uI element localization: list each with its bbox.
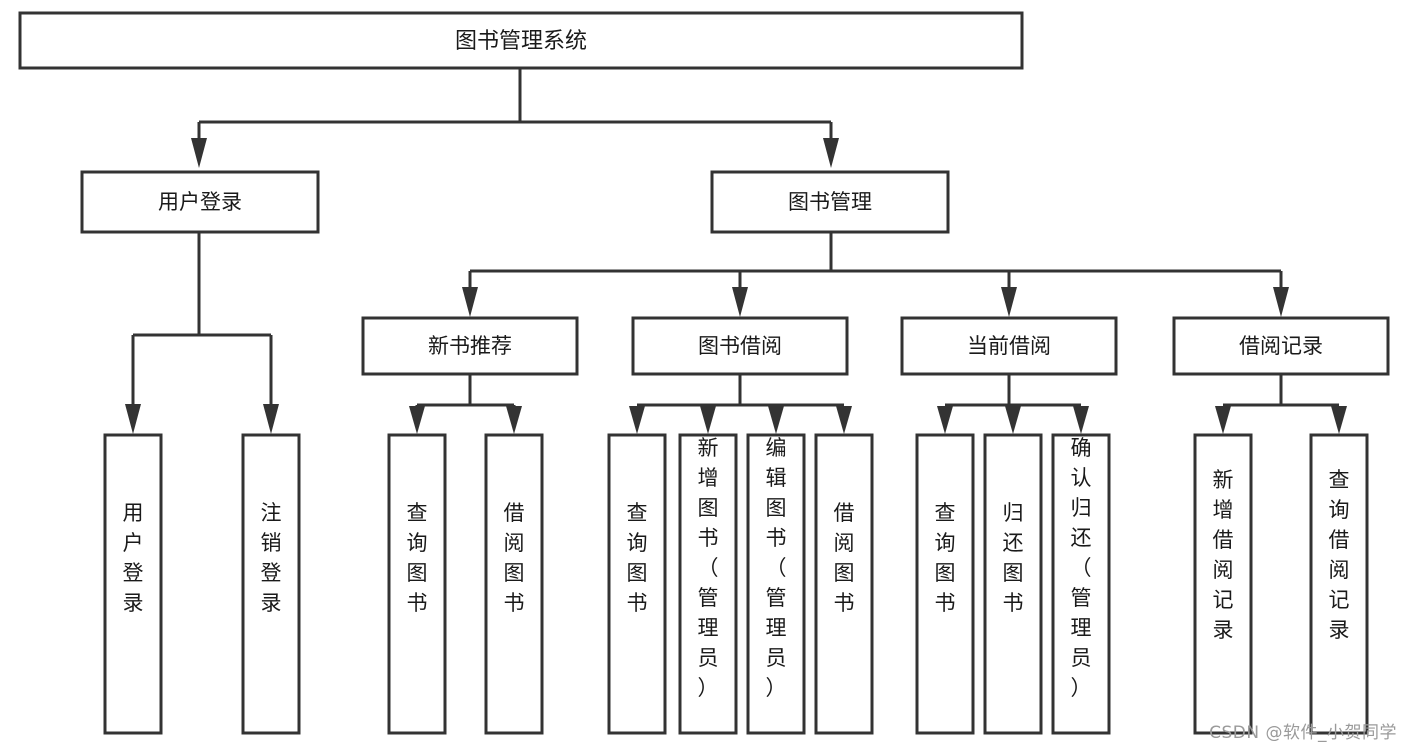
leaf-confirm-return-admin-label: 确认归还（管理员）: [1071, 436, 1092, 700]
leaf-add-borrow-record-box[interactable]: [1193, 433, 1253, 735]
arrowhead-leaf-query-book-1: [409, 406, 425, 434]
leaf-query-book-3[interactable]: 查询图书: [915, 433, 975, 735]
leaf-borrow-book-1-box[interactable]: [484, 433, 544, 735]
arrowhead-borrow-record: [1273, 287, 1289, 317]
node-new-book-recommend-box[interactable]: [361, 316, 579, 376]
leaf-query-book-3-box[interactable]: [915, 433, 975, 735]
leaf-borrow-book-2-box[interactable]: [814, 433, 874, 735]
arrowhead-leaf-add-book-admin: [700, 406, 716, 434]
node-current-borrow[interactable]: 当前借阅: [900, 316, 1118, 376]
leaf-add-borrow-record[interactable]: 新增借阅记录: [1193, 433, 1253, 735]
leaf-confirm-return-admin[interactable]: 确认归还（管理员）: [1051, 433, 1111, 735]
arrowhead-user-login: [191, 138, 207, 168]
node-user-login[interactable]: 用户登录: [80, 170, 320, 234]
connector-group-root: [191, 68, 839, 168]
node-book-borrow-label: 图书借阅: [698, 334, 782, 358]
leaf-borrow-book-1-label: 借阅图书: [504, 501, 525, 615]
leaf-return-book-label: 归还图书: [1003, 501, 1024, 615]
node-book-borrow-box[interactable]: [631, 316, 849, 376]
leaf-add-book-admin-label: 新增图书（管理员）: [698, 436, 719, 700]
node-current-borrow-label: 当前借阅: [967, 334, 1051, 358]
node-user-login-label: 用户登录: [158, 190, 242, 214]
node-borrow-record-label: 借阅记录: [1239, 334, 1323, 358]
leaf-logout-login-box[interactable]: [241, 433, 301, 735]
leaf-edit-book-admin[interactable]: 编辑图书（管理员）: [746, 433, 806, 735]
leaf-query-book-1[interactable]: 查询图书: [387, 433, 447, 735]
leaf-query-borrow-record[interactable]: 查询借阅记录: [1309, 433, 1369, 735]
node-user-login-box[interactable]: [80, 170, 320, 234]
leaf-user-login-label: 用户登录: [123, 501, 144, 615]
leaf-return-book[interactable]: 归还图书: [983, 433, 1043, 735]
leaf-user-login-box[interactable]: [103, 433, 163, 735]
leaf-logout-login[interactable]: 注销登录: [241, 433, 301, 735]
arrowhead-leaf-query-borrow-record: [1331, 406, 1347, 434]
node-book-borrow[interactable]: 图书借阅: [631, 316, 849, 376]
leaf-query-book-1-label: 查询图书: [407, 501, 428, 615]
leaf-query-book-2-label: 查询图书: [627, 501, 648, 615]
csdn-watermark: CSDN @软件_小贺同学: [1209, 723, 1397, 743]
node-current-borrow-box[interactable]: [900, 316, 1118, 376]
arrowhead-leaf-edit-book-admin: [768, 406, 784, 434]
leaf-return-book-box[interactable]: [983, 433, 1043, 735]
node-book-management-label: 图书管理: [788, 190, 872, 214]
arrowhead-current-borrow: [1001, 287, 1017, 317]
leaf-user-login[interactable]: 用户登录: [103, 433, 163, 735]
connector-group-borrow-record: [1215, 374, 1347, 434]
leaf-borrow-book-1[interactable]: 借阅图书: [484, 433, 544, 735]
arrowhead-leaf-borrow-book-2: [836, 406, 852, 434]
leaf-borrow-book-2[interactable]: 借阅图书: [814, 433, 874, 735]
arrowhead-leaf-borrow-book-1: [506, 406, 522, 434]
arrowhead-leaf-user-login: [125, 404, 141, 434]
node-root-box[interactable]: [18, 11, 1024, 70]
leaf-borrow-book-2-label: 借阅图书: [834, 501, 855, 615]
connector-group-user-login: [125, 232, 279, 434]
arrowhead-leaf-add-borrow-record: [1215, 406, 1231, 434]
node-borrow-record-box[interactable]: [1172, 316, 1390, 376]
node-new-book-recommend[interactable]: 新书推荐: [361, 316, 579, 376]
connector-group-current-borrow: [937, 374, 1089, 434]
leaf-confirm-return-admin-box[interactable]: [1051, 433, 1111, 735]
arrowhead-leaf-query-book-3: [937, 406, 953, 434]
arrowhead-leaf-confirm-return-admin: [1073, 406, 1089, 434]
leaf-logout-login-label: 注销登录: [261, 501, 282, 615]
node-book-management[interactable]: 图书管理: [710, 170, 950, 234]
connector-group-book-management: [462, 232, 1289, 317]
leaf-add-book-admin[interactable]: 新增图书（管理员）: [678, 433, 738, 735]
arrowhead-book-borrow: [732, 287, 748, 317]
leaf-query-book-1-box[interactable]: [387, 433, 447, 735]
leaf-query-borrow-record-box[interactable]: [1309, 433, 1369, 735]
connector-group-book-borrow: [629, 374, 852, 434]
leaf-query-book-3-label: 查询图书: [935, 501, 956, 615]
arrowhead-new-book-recommend: [462, 287, 478, 317]
connector-group-new-book-recommend: [409, 374, 522, 434]
leaf-query-book-2[interactable]: 查询图书: [607, 433, 667, 735]
node-root-label: 图书管理系统: [455, 29, 587, 54]
arrowhead-leaf-logout-login: [263, 404, 279, 434]
leaf-edit-book-admin-box[interactable]: [746, 433, 806, 735]
node-new-book-recommend-label: 新书推荐: [428, 334, 512, 358]
arrowhead-leaf-return-book: [1005, 406, 1021, 434]
node-borrow-record[interactable]: 借阅记录: [1172, 316, 1390, 376]
arrowhead-leaf-query-book-2: [629, 406, 645, 434]
node-book-management-box[interactable]: [710, 170, 950, 234]
leaf-query-book-2-box[interactable]: [607, 433, 667, 735]
leaf-query-borrow-record-label: 查询借阅记录: [1329, 468, 1350, 642]
node-root[interactable]: 图书管理系统: [18, 11, 1024, 70]
arrowhead-book-management: [823, 138, 839, 168]
leaf-edit-book-admin-label: 编辑图书（管理员）: [766, 436, 787, 700]
leaf-add-borrow-record-label: 新增借阅记录: [1213, 468, 1234, 642]
leaf-add-book-admin-box[interactable]: [678, 433, 738, 735]
